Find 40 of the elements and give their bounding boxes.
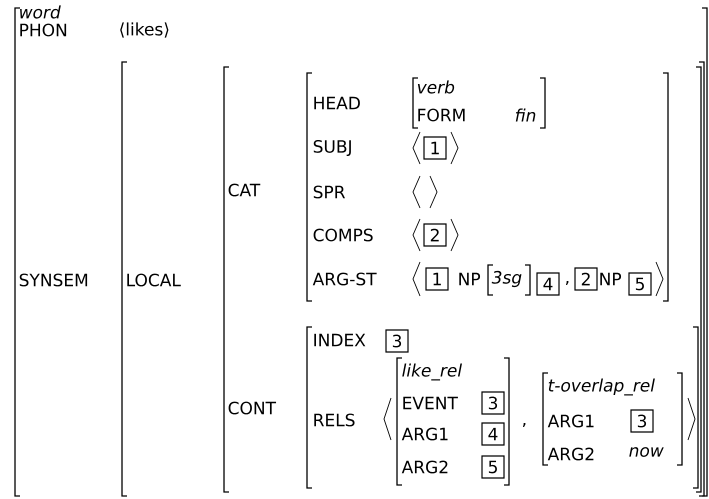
tag-box: 3	[481, 391, 505, 415]
feature-label: ⟨likes⟩	[120, 22, 168, 38]
tag-box: 1	[425, 267, 449, 291]
tag-box: 1	[423, 136, 447, 160]
feature-label: CAT	[228, 184, 260, 196]
feature-label: LOCAL	[127, 274, 181, 286]
feature-label: ARG2	[548, 448, 594, 460]
feature-label: 3sg	[492, 270, 522, 288]
feature-label: EVENT	[403, 396, 458, 410]
feature-label: fin	[516, 108, 536, 122]
feature-label: INDEX	[314, 334, 366, 346]
feature-label: ARG-ST	[312, 272, 377, 286]
tag-box: 4	[536, 272, 560, 296]
feature-label: RELS	[314, 414, 355, 426]
tag-box: 2	[574, 267, 598, 291]
feature-label: ARG2	[402, 460, 448, 474]
feature-label: ,	[522, 422, 526, 428]
feature-label: NP	[600, 272, 622, 286]
feature-label: COMPS	[314, 228, 373, 242]
feature-label: ARG1	[402, 428, 448, 440]
feature-label: like_rel	[402, 364, 462, 380]
feature-label: SPR	[314, 186, 346, 198]
feature-label: SYNSEM	[20, 274, 88, 286]
feature-label: FORM	[418, 108, 465, 122]
tag-box: 3	[385, 329, 409, 353]
tag-box: 4	[481, 422, 505, 446]
tag-box: 5	[628, 272, 652, 296]
feature-label: ARG1	[548, 414, 594, 428]
tag-box: 5	[481, 455, 505, 479]
feature-label: word	[20, 5, 61, 19]
tag-box: 2	[423, 223, 447, 247]
feature-label: verb	[418, 80, 454, 94]
feature-label: t-overlap_rel	[548, 378, 655, 396]
feature-label: HEAD	[314, 96, 360, 110]
feature-label: ,	[566, 280, 568, 286]
feature-label: SUBJ	[314, 140, 351, 156]
feature-label: CONT	[228, 402, 276, 414]
feature-label: NP	[459, 272, 480, 286]
feature-label: PHON	[20, 24, 66, 36]
tag-box: 3	[630, 409, 654, 433]
